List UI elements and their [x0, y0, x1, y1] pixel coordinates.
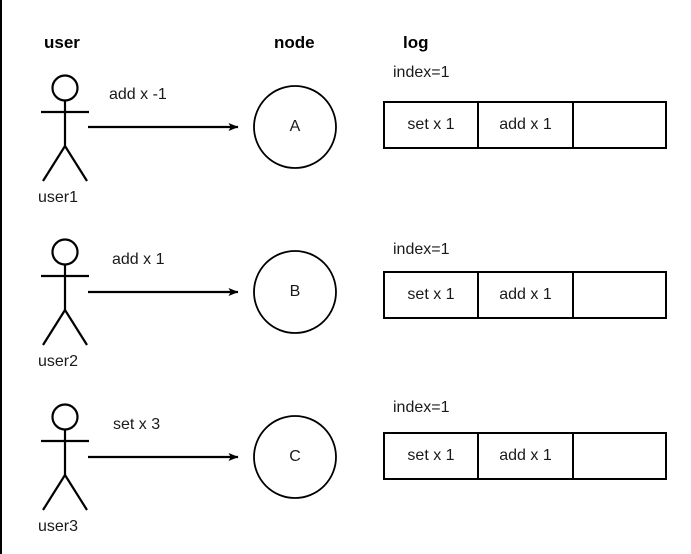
- node-label-b: B: [289, 283, 301, 300]
- edge-label-user1: add x -1: [109, 86, 167, 103]
- node-circle-a: [253, 85, 337, 169]
- stick-figure-icon-user1: [41, 74, 89, 182]
- edge-label-user2: add x 1: [112, 251, 165, 268]
- log-cell[interactable]: [574, 103, 665, 147]
- actor-label-user1: user1: [38, 189, 79, 206]
- column-header-node: node: [274, 33, 315, 52]
- log-table-row-3: set x 1 add x 1: [383, 432, 667, 480]
- log-cell[interactable]: set x 1: [385, 434, 479, 478]
- stick-figure-icon-user3: [41, 403, 89, 511]
- node-label-c: C: [289, 448, 301, 465]
- log-table-row-1: set x 1 add x 1: [383, 101, 667, 149]
- log-cell[interactable]: add x 1: [479, 273, 574, 317]
- index-label-row-3: index=1: [393, 399, 450, 416]
- column-header-log: log: [403, 33, 429, 52]
- index-label-row-2: index=1: [393, 241, 450, 258]
- actor-label-user3: user3: [38, 518, 79, 535]
- index-label-row-1: index=1: [393, 64, 450, 81]
- log-table-row-2: set x 1 add x 1: [383, 271, 667, 319]
- log-cell[interactable]: set x 1: [385, 273, 479, 317]
- log-cell[interactable]: [574, 434, 665, 478]
- node-circle-b: [253, 250, 337, 334]
- node-label-a: A: [289, 118, 301, 135]
- log-cell[interactable]: add x 1: [479, 103, 574, 147]
- node-circle-c: [253, 415, 337, 499]
- stick-figure-icon-user2: [41, 238, 89, 346]
- actor-label-user2: user2: [38, 353, 79, 370]
- log-cell[interactable]: add x 1: [479, 434, 574, 478]
- log-cell[interactable]: [574, 273, 665, 317]
- column-header-user: user: [44, 33, 80, 52]
- edge-label-user3: set x 3: [113, 416, 161, 433]
- log-cell[interactable]: set x 1: [385, 103, 479, 147]
